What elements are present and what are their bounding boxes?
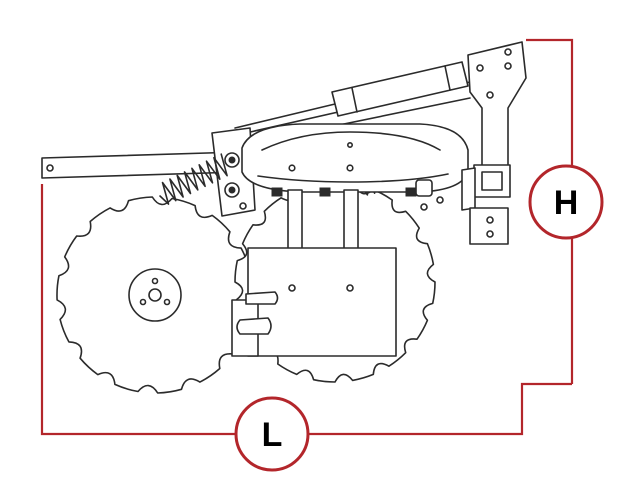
height-label: H (554, 184, 579, 222)
height-badge: H (528, 164, 604, 240)
length-label: L (262, 416, 283, 454)
mounting-bracket (415, 41, 527, 245)
rear-notched-wheel (56, 196, 254, 394)
arched-housing (241, 123, 469, 197)
shank-assembly (231, 189, 397, 357)
dimension-length (40, 184, 572, 436)
length-badge: L (234, 396, 310, 472)
hydraulic-cylinder (234, 61, 469, 129)
left-spring (159, 153, 228, 205)
dimension-height (526, 38, 574, 384)
